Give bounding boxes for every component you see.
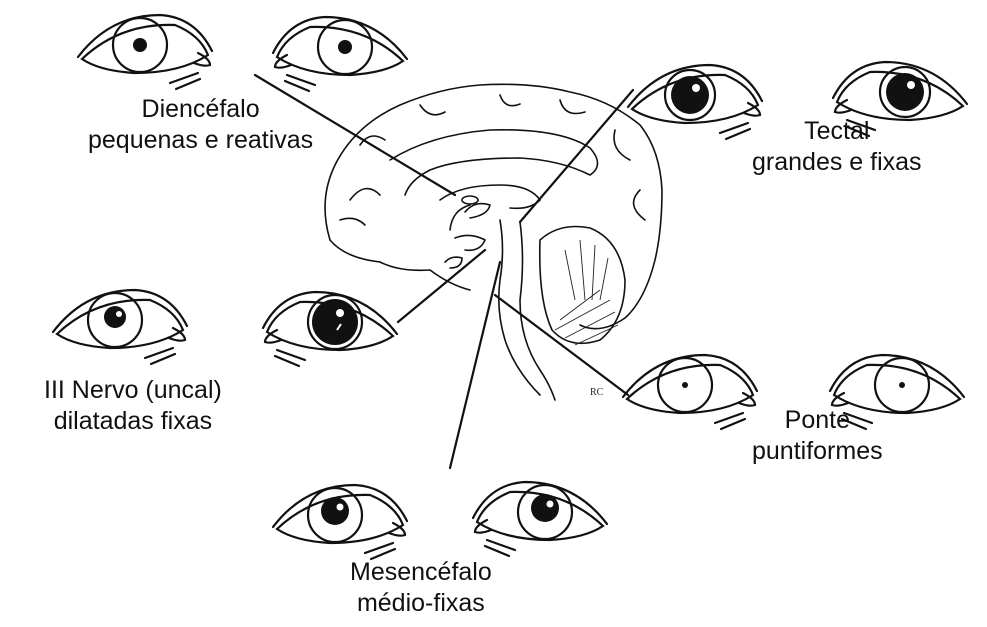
artist-signature: RC (590, 387, 604, 398)
eye-pair-ponte (621, 353, 964, 431)
pupil-large (886, 73, 924, 111)
pupil-small (338, 40, 352, 54)
pupil-large (671, 76, 709, 114)
eye-left (626, 63, 764, 141)
leader-line-ponte (493, 293, 630, 397)
label-tectal: Tectal grandes e fixas (752, 116, 922, 178)
leader-line-diencefalo (253, 73, 457, 197)
label-title: Diencéfalo (141, 95, 260, 123)
pupil-pinpoint (682, 382, 688, 388)
eye-right (830, 355, 964, 429)
eye-pair-diencefalo (76, 13, 407, 91)
pupil-medium (531, 494, 559, 522)
label-title: Ponte (784, 406, 850, 434)
pupil-medium (321, 497, 349, 525)
label-title: Mesencéfalo (350, 558, 492, 586)
pupil-pinpoint (899, 382, 905, 388)
eye-right (833, 62, 967, 136)
pupil-medium (104, 306, 126, 328)
eye-right (473, 482, 607, 556)
pupil-small (133, 38, 147, 52)
eye-left (51, 288, 189, 366)
eye-pair-tectal (626, 62, 967, 141)
leader-line-mesencefalo (448, 260, 502, 470)
label-finding: dilatadas fixas (53, 407, 213, 435)
label-finding: grandes e fixas (752, 148, 922, 176)
eye-left (621, 353, 759, 431)
label-finding: pequenas e reativas (88, 126, 314, 154)
brain-midsagittal-drawing: RC (324, 83, 663, 401)
pupil-dilated (312, 299, 358, 345)
label-mesencefalo: Mesencéfalo médio-fixas (350, 557, 492, 619)
label-finding: médio-fixas (356, 589, 485, 617)
eye-pair-uncal (51, 288, 397, 366)
leader-line-uncal (396, 248, 487, 324)
eye-left (271, 483, 409, 561)
label-finding: puntiformes (752, 437, 883, 465)
label-title: III Nervo (uncal) (44, 376, 222, 404)
leader-line-tectal (518, 88, 635, 224)
label-diencefalo: Diencéfalo pequenas e reativas (88, 94, 313, 156)
eye-right (263, 292, 397, 366)
label-ponte: Ponte puntiformes (752, 405, 883, 467)
label-title: Tectal (804, 117, 870, 145)
eye-pair-mesencefalo (271, 482, 607, 561)
eye-right (273, 17, 407, 91)
eye-left (76, 13, 214, 91)
label-uncal: III Nervo (uncal) dilatadas fixas (44, 375, 222, 437)
